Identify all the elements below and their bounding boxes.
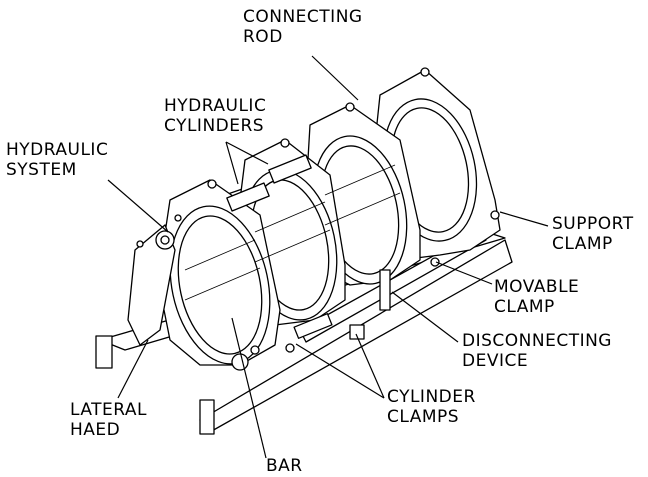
leader-cylinder-clamps-b — [355, 333, 385, 399]
bar-label: BAR — [266, 456, 303, 476]
leader-cylinder-clamps-a — [295, 343, 385, 399]
leader-disconnecting-device — [391, 291, 459, 343]
base-end-left — [95, 335, 113, 369]
leader-bar — [231, 317, 267, 459]
disconnecting-device-label: DISCONNECTING DEVICE — [462, 331, 612, 371]
hydraulic-cylinder-1 — [226, 182, 270, 212]
cylinder-clamps-label: CYLINDER CLAMPS — [387, 387, 476, 427]
leader-support-clamp — [499, 211, 549, 227]
leader-hydraulic-cylinders-b — [225, 141, 269, 165]
connecting-rod-label: CONNECTING ROD — [243, 7, 363, 47]
support-clamp-label: SUPPORT CLAMP — [552, 214, 634, 254]
welding-machine-drawing — [95, 67, 513, 435]
bar-knob — [231, 353, 249, 371]
leader-lateral-haed — [117, 339, 149, 399]
hydraulic-system-label: HYDRAULIC SYSTEM — [6, 140, 109, 180]
lateral-haed-label: LATERAL HAED — [70, 400, 148, 440]
leader-hydraulic-system — [107, 179, 169, 233]
base-end-bottom — [199, 399, 215, 435]
disconnecting-device-block — [379, 269, 391, 311]
movable-clamp-label: MOVABLE CLAMP — [494, 277, 580, 317]
leader-connecting-rod — [311, 55, 359, 101]
leader-lines — [107, 55, 549, 459]
leader-movable-clamp — [435, 261, 493, 285]
leader-hydraulic-cylinders-a — [225, 141, 239, 185]
hydraulic-cylinder-2 — [268, 154, 312, 184]
cylinder-clamp-bottom — [293, 313, 333, 339]
lateral-head-plate — [127, 224, 176, 346]
hydraulic-cylinders-label: HYDRAULIC CYLINDERS — [164, 96, 267, 136]
